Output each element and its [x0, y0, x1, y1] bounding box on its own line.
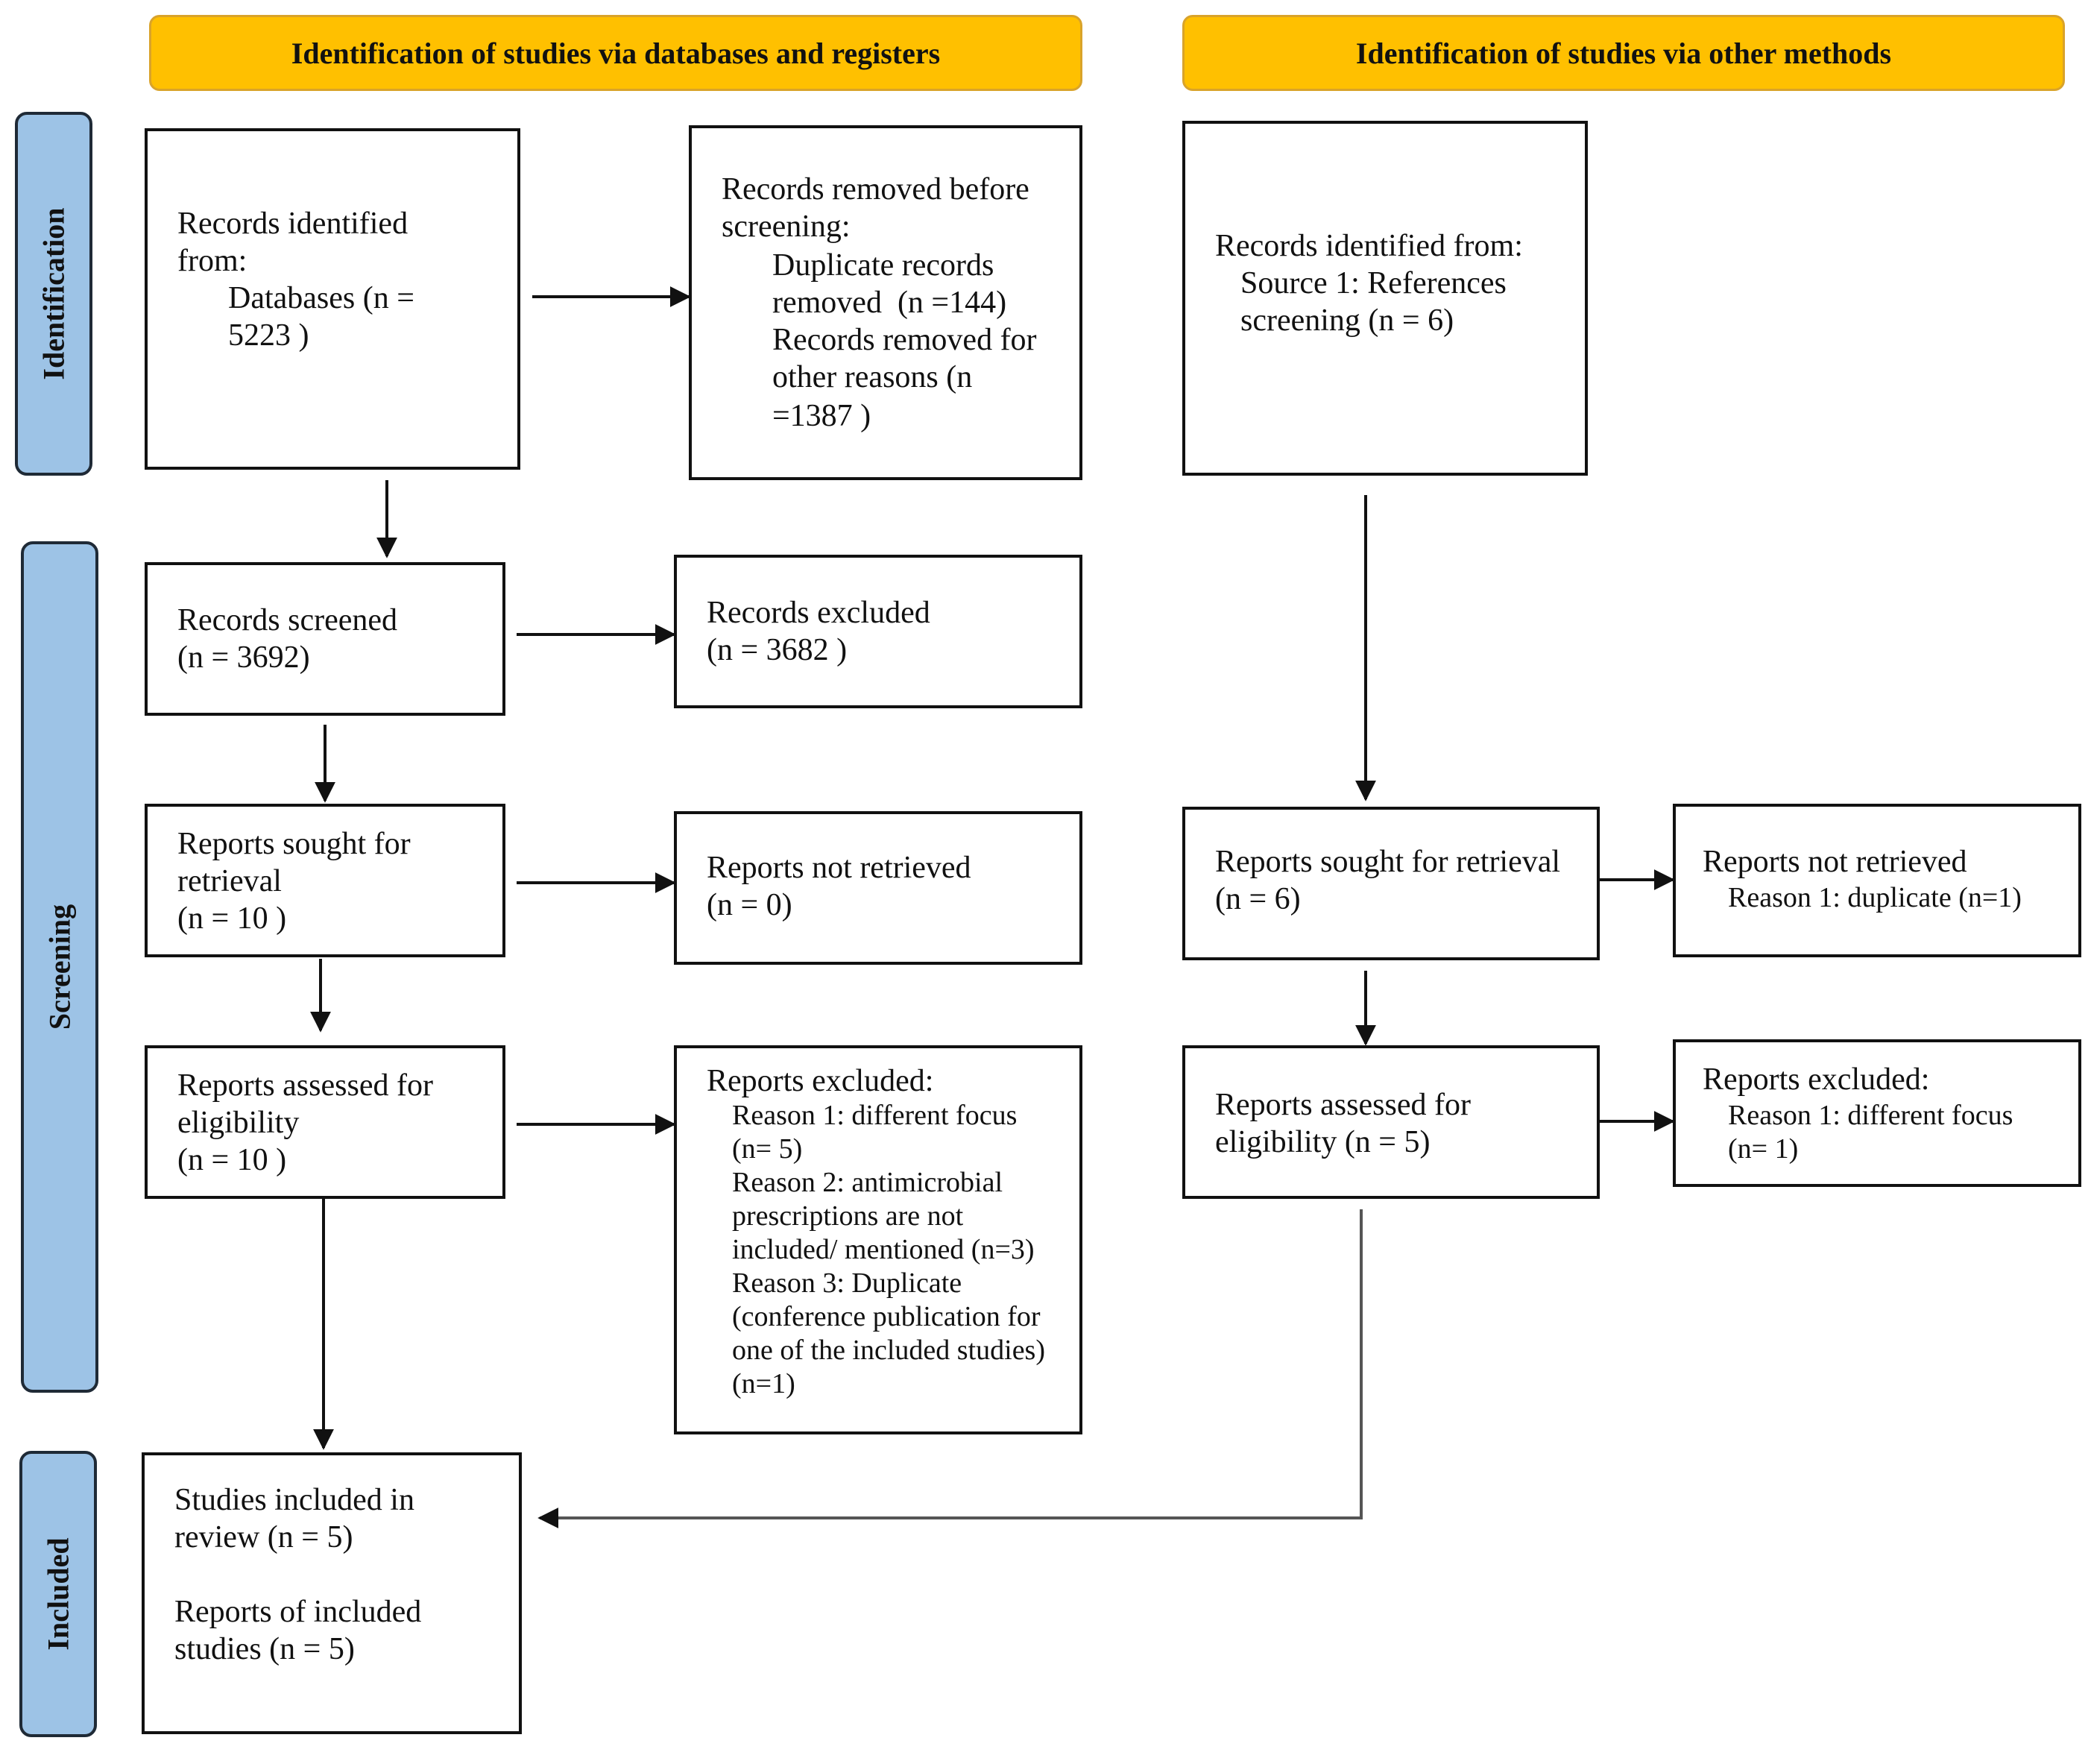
reports-excluded-line7: Reason 3: Duplicate [732, 1267, 962, 1299]
box-records-excluded: Records excluded (n = 3682 ) [674, 555, 1082, 708]
header-databases-registers: Identification of studies via databases … [149, 15, 1082, 91]
reports-assessed-line1: Reports assessed for [177, 1068, 433, 1103]
reports-not-retrieved-line2: (n = 0) [707, 888, 792, 922]
records-removed-line7: =1387 ) [772, 399, 871, 433]
reports-sought-line2: retrieval [177, 864, 282, 898]
records-identified-line4: 5223 ) [228, 318, 309, 353]
records-identified-line2: from: [177, 244, 247, 278]
box-other-reports-assessed: Reports assessed for eligibility (n = 5) [1182, 1045, 1600, 1199]
reports-sought-line1: Reports sought for [177, 827, 411, 861]
header-databases-registers-label: Identification of studies via databases … [291, 36, 941, 70]
header-other-methods-label: Identification of studies via other meth… [1355, 36, 1892, 70]
reports-excluded-line1: Reports excluded: [707, 1064, 934, 1098]
reports-excluded-line8: (conference publication for [732, 1301, 1041, 1332]
records-removed-line3: Duplicate records [772, 248, 994, 283]
other-reports-excluded-line2: Reason 1: different focus [1728, 1100, 2013, 1131]
studies-included-line1: Studies included in [174, 1483, 414, 1517]
reports-assessed-line3: (n = 10 ) [177, 1143, 287, 1177]
box-studies-included: Studies included in review (n = 5) Repor… [142, 1452, 522, 1734]
other-reports-sought-line1: Reports sought for retrieval [1215, 845, 1561, 879]
studies-included-line4: studies (n = 5) [174, 1632, 355, 1666]
box-records-identified: Records identified from: Databases (n = … [145, 128, 520, 470]
other-records-identified-line2: Source 1: References [1240, 266, 1507, 300]
box-reports-excluded: Reports excluded: Reason 1: different fo… [674, 1045, 1082, 1434]
reports-excluded-line9: one of the included studies) [732, 1335, 1046, 1366]
records-removed-line2: screening: [722, 210, 851, 244]
other-reports-sought-line2: (n = 6) [1215, 882, 1301, 916]
studies-included-line2: review (n = 5) [174, 1520, 353, 1554]
reports-not-retrieved-line1: Reports not retrieved [707, 851, 971, 885]
other-records-identified-line1: Records identified from: [1215, 229, 1523, 263]
other-reports-excluded-line1: Reports excluded: [1703, 1062, 1930, 1097]
records-identified-line1: Records identified [177, 207, 409, 241]
records-removed-line1: Records removed before [722, 172, 1029, 207]
reports-assessed-line2: eligibility [177, 1106, 300, 1140]
arrow-other-assessed-to-included [537, 1209, 1363, 1528]
box-other-records-identified: Records identified from: Source 1: Refer… [1182, 121, 1588, 476]
records-identified-line3: Databases (n = [228, 281, 414, 315]
box-other-reports-sought: Reports sought for retrieval (n = 6) [1182, 807, 1600, 960]
box-other-reports-not-retrieved: Reports not retrieved Reason 1: duplicat… [1673, 804, 2081, 957]
other-reports-assessed-line2: eligibility (n = 5) [1215, 1125, 1431, 1159]
other-reports-not-retrieved-line1: Reports not retrieved [1703, 845, 1967, 879]
records-screened-line2: (n = 3692) [177, 640, 310, 675]
reports-sought-line3: (n = 10 ) [177, 901, 287, 936]
other-reports-excluded-line3: (n= 1) [1728, 1133, 1799, 1165]
reports-excluded-line10: (n=1) [732, 1368, 795, 1399]
other-records-identified-line3: screening (n = 6) [1240, 303, 1454, 338]
records-screened-line1: Records screened [177, 603, 398, 637]
records-removed-line4: removed (n =144) [772, 286, 1007, 320]
box-records-screened: Records screened (n = 3692) [145, 562, 505, 716]
box-reports-sought: Reports sought for retrieval (n = 10 ) [145, 804, 505, 957]
box-other-reports-excluded: Reports excluded: Reason 1: different fo… [1673, 1039, 2081, 1187]
box-records-removed: Records removed before screening: Duplic… [689, 125, 1082, 480]
records-removed-line5: Records removed for [772, 323, 1037, 357]
phase-screening: Screening [21, 541, 98, 1393]
records-excluded-line2: (n = 3682 ) [707, 633, 848, 667]
reports-excluded-line4: Reason 2: antimicrobial [732, 1167, 1003, 1198]
reports-excluded-line3: (n= 5) [732, 1133, 803, 1165]
reports-excluded-line5: prescriptions are not [732, 1200, 964, 1232]
box-reports-assessed: Reports assessed for eligibility (n = 10… [145, 1045, 505, 1199]
header-other-methods: Identification of studies via other meth… [1182, 15, 2065, 91]
records-excluded-line1: Records excluded [707, 596, 930, 630]
other-reports-assessed-line1: Reports assessed for [1215, 1088, 1471, 1122]
phase-included: Included [19, 1451, 97, 1737]
records-removed-line6: other reasons (n [772, 360, 973, 394]
other-reports-not-retrieved-line2: Reason 1: duplicate (n=1) [1728, 882, 2022, 913]
studies-included-line3: Reports of included [174, 1595, 422, 1629]
reports-excluded-line6: included/ mentioned (n=3) [732, 1234, 1035, 1265]
box-reports-not-retrieved: Reports not retrieved (n = 0) [674, 811, 1082, 965]
phase-identification: Identification [15, 112, 92, 476]
reports-excluded-line2: Reason 1: different focus [732, 1100, 1018, 1131]
